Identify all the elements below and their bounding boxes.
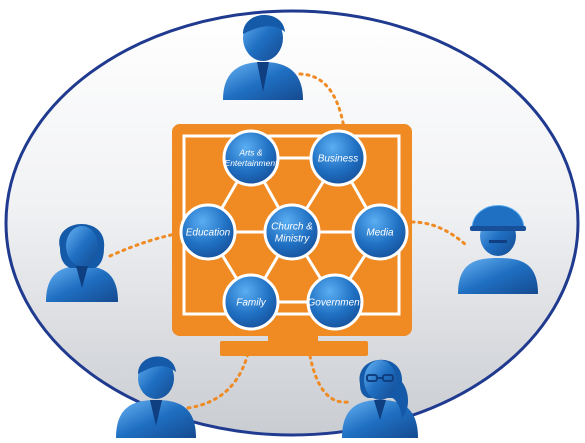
node-circle-media [351, 203, 409, 261]
node-family: Family [222, 273, 280, 331]
node-label-church-1: Ministry [275, 234, 310, 245]
node-education: Education [179, 203, 237, 261]
glasses-icon [366, 374, 394, 382]
node-business: Business [309, 129, 367, 187]
monitor-neck [268, 330, 318, 342]
person-right-icon [458, 205, 538, 294]
node-circle-business [309, 129, 367, 187]
node-circle-arts [222, 129, 280, 187]
node-label-education-0: Education [186, 228, 231, 239]
node-government: Government [306, 273, 364, 331]
people [46, 14, 538, 438]
connector-right [410, 220, 468, 247]
node-arts: Arts &Entertainment [222, 129, 280, 187]
node-label-family-0: Family [236, 298, 266, 309]
connector-bottom-right [308, 354, 350, 404]
node-label-government-0: Government [307, 298, 363, 309]
node-church: Church &Ministry [263, 203, 321, 261]
node-label-arts-1: Entertainment [225, 158, 279, 168]
person-top-icon [223, 14, 303, 100]
person-bottom-left-icon [116, 356, 196, 438]
node-circle-government [306, 273, 364, 331]
node-label-business-0: Business [318, 154, 359, 165]
node-label-media-0: Media [366, 228, 394, 239]
node-circle-family [222, 273, 280, 331]
node-circle-education [179, 203, 237, 261]
connector-top [298, 72, 346, 130]
node-circle-church [263, 203, 321, 261]
node-label-church-0: Church & [271, 222, 313, 233]
person-bottom-right-icon [342, 359, 418, 438]
node-media: Media [351, 203, 409, 261]
monitor-base [220, 341, 368, 356]
node-label-arts-0: Arts & [238, 148, 262, 158]
person-left-icon [46, 223, 118, 302]
hard-hat-icon [471, 205, 525, 229]
